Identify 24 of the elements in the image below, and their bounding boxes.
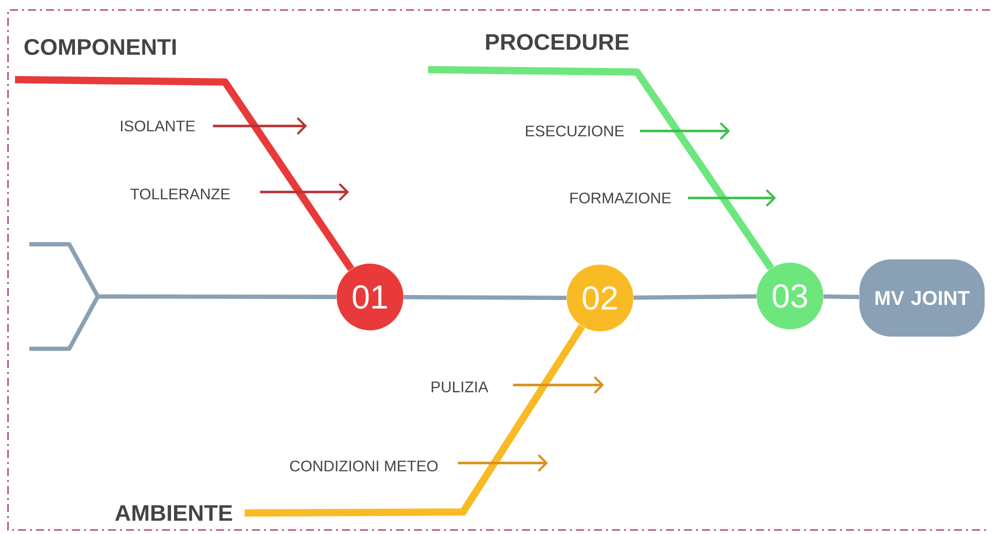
fish-bone <box>14 76 354 272</box>
cause-label: ISOLANTE <box>121 120 195 132</box>
cause-label: PULIZIA <box>432 382 488 392</box>
arrow <box>458 454 548 472</box>
spine-line <box>824 294 860 300</box>
cause-label: ESECUZIONE <box>526 126 624 136</box>
spine-line <box>98 294 336 300</box>
fishtail-drawing <box>29 242 100 351</box>
cause-label: FORMAZIONE <box>570 192 671 204</box>
arrow <box>513 376 604 394</box>
arrow <box>260 183 349 201</box>
arrow <box>688 189 776 207</box>
arrow <box>213 117 307 135</box>
category-heading: COMPONENTI <box>24 38 176 56</box>
category-heading: PROCEDURE <box>486 34 629 50</box>
spine-line <box>404 295 566 300</box>
fish-bone <box>428 66 774 270</box>
category-heading: AMBIENTE <box>115 505 232 521</box>
cause-label: CONDIZIONI METEO <box>290 460 438 472</box>
spine-line <box>634 294 756 300</box>
cause-label: TOLLERANZE <box>130 188 230 200</box>
arrow <box>640 122 730 140</box>
effect-box: MV JOINT <box>859 259 985 337</box>
fish-bone <box>244 324 585 517</box>
